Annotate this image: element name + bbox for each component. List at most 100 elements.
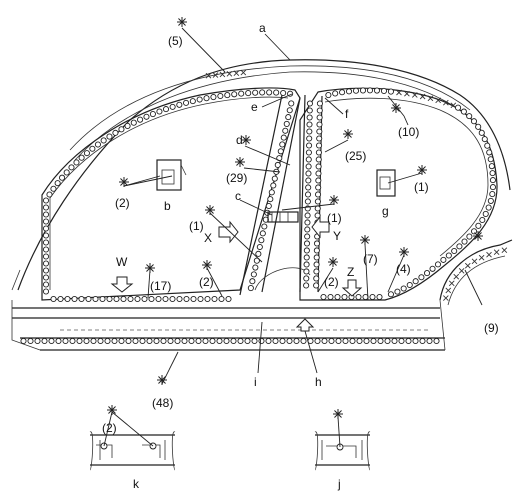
asterisk-stroke (206, 206, 214, 214)
weld-spot (274, 161, 281, 169)
weld-spot (304, 233, 311, 240)
weld-spot (400, 285, 407, 292)
weld-spot (125, 337, 132, 345)
weld-spot (272, 337, 279, 345)
weld-spot (484, 142, 491, 149)
cross-weld-mark (419, 93, 426, 100)
weld-spot (118, 126, 125, 133)
weld-spot (304, 226, 311, 233)
weld-spot (113, 295, 120, 303)
weld-spot (306, 128, 313, 135)
weld-spot (423, 270, 431, 277)
bracket-b-part (156, 159, 187, 191)
count-4: (4) (396, 262, 411, 276)
count-1-y: (1) (327, 211, 342, 225)
asterisk-marker (343, 129, 353, 139)
weld-spot (42, 218, 50, 225)
cross-weld-mark (442, 99, 449, 106)
weld-spot (313, 268, 320, 275)
asterisk-marker (107, 405, 117, 415)
weld-spot (313, 261, 320, 268)
weld-spot (314, 191, 322, 198)
weld-spot (134, 295, 141, 303)
weld-spot (305, 163, 312, 170)
weld-spot (451, 247, 458, 255)
weld-spot (369, 293, 376, 301)
asterisk-marker (473, 231, 483, 241)
weld-spot (316, 128, 323, 135)
arrow-h (295, 318, 315, 332)
weld-spot (314, 337, 321, 345)
weld-spot (118, 337, 125, 345)
weld-spot (387, 291, 394, 298)
weld-spot (306, 142, 313, 149)
weld-spot (42, 267, 50, 274)
weld-spot (176, 101, 183, 108)
cross-weld-mark (486, 251, 492, 258)
label-h: h (315, 375, 322, 389)
weld-spot (277, 148, 284, 155)
count-25: (25) (345, 149, 366, 163)
weld-spot (127, 295, 134, 303)
weld-spot (305, 156, 312, 163)
weld-spot (286, 107, 293, 114)
weld-spot (481, 136, 488, 143)
weld-spot (94, 141, 101, 148)
weld-spot (143, 113, 150, 120)
asterisk-stroke (120, 178, 128, 186)
weld-spot (279, 141, 286, 148)
count-7: (7) (363, 252, 378, 266)
weld-spot (256, 243, 263, 251)
weld-spot (216, 337, 223, 345)
weld-spot (73, 159, 80, 166)
weld-spot (334, 293, 341, 301)
label-j: j (337, 477, 341, 491)
weld-spot (217, 92, 224, 100)
weld-spot (466, 113, 473, 120)
weld-spot (489, 191, 496, 198)
weld-spot (304, 212, 311, 219)
weld-spot (305, 177, 312, 184)
weld-spot (283, 120, 290, 127)
cross-weld-mark (445, 287, 452, 294)
weld-spot (249, 278, 256, 285)
asterisk-stroke (392, 104, 400, 112)
label-w: W (116, 255, 128, 269)
weld-spot (470, 228, 478, 235)
weld-spot (363, 337, 370, 345)
weld-spot (250, 271, 257, 278)
weld-spot (245, 90, 252, 97)
weld-spot (359, 87, 367, 94)
weld-spot (146, 337, 153, 345)
label-e: e (251, 100, 258, 114)
weld-spot (132, 337, 139, 345)
weld-spot (83, 150, 90, 157)
asterisk-stroke (203, 261, 211, 269)
weld-spot (92, 295, 99, 303)
weld-spot (394, 288, 401, 295)
asterisk-stroke (344, 130, 352, 138)
text-labels: a (5) e f (10) d (25) (29) c (2) b (1) g… (102, 21, 499, 491)
weld-spot (370, 337, 377, 345)
weld-spot (479, 216, 486, 224)
weld-spot (155, 295, 162, 303)
cross-weld-mark (450, 102, 457, 109)
weld-spot (255, 250, 262, 257)
weld-spot (124, 122, 131, 129)
weld-spot (162, 106, 170, 113)
label-b: b (164, 199, 171, 213)
weld-spot (97, 337, 104, 345)
weld-spot (335, 337, 342, 345)
weld-spot (104, 337, 111, 345)
weld-spot (412, 278, 419, 285)
weld-spot (461, 238, 468, 245)
arrow-y (311, 215, 330, 239)
weld-spot (57, 295, 64, 303)
weld-spot (259, 230, 266, 237)
weld-spot (315, 170, 322, 177)
weld-spot (303, 275, 310, 282)
cross-weld-mark (411, 92, 418, 98)
weld-spot (137, 116, 144, 123)
weld-spot (46, 191, 53, 198)
weld-spot (183, 295, 190, 303)
